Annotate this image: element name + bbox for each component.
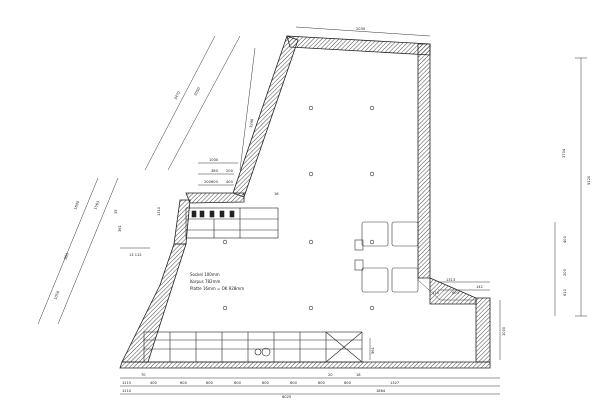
bottom-wall [119, 361, 491, 369]
ceiling-spots [222, 105, 375, 311]
dim-1864: 1864 [376, 389, 386, 393]
dim-561: 561 [371, 347, 375, 354]
dim-diag-2050: 2050 [193, 86, 201, 97]
walls [119, 35, 491, 369]
dim-1310: 1310 [157, 206, 161, 216]
dim-diag-1600: 1600 [73, 200, 81, 211]
dim-step-380: 380 [211, 169, 219, 173]
dim-bottom-1210: 1210 [122, 389, 132, 393]
dim-seg-4: 600 [234, 381, 242, 385]
dim-seg-7: 600 [318, 381, 326, 385]
top-wall [286, 35, 431, 56]
dim-1327: 1327 [390, 381, 399, 385]
dim-115: 115 [432, 291, 439, 295]
dim-step-400: 400 [226, 180, 234, 184]
lower-diagonal-wall [121, 243, 187, 363]
dim-18: 18 [356, 373, 361, 377]
note-platte: Platte 16mm = OK 928mm [190, 286, 244, 291]
dim-142: 142 [476, 285, 483, 289]
spec-notes: Sockel 100mm Korpus 782mm Platte 16mm = … [190, 272, 244, 291]
dim-right-400: 400 [563, 235, 567, 243]
right-lower-wall [475, 297, 491, 363]
dim-right-610: 610 [563, 288, 567, 296]
dim-diag-1563: 1563 [93, 200, 100, 210]
dim-step-200: 200 [204, 180, 212, 184]
upper-cabinet-run [185, 207, 279, 239]
dim-right-200: 200 [563, 268, 567, 276]
dining-set [354, 221, 419, 293]
inner-outline [417, 55, 476, 301]
dim-6025: 6025 [282, 395, 291, 399]
dim-step-200b: 200 [226, 169, 234, 173]
dim-603: 603 [452, 291, 459, 295]
right-wall [417, 43, 431, 279]
dim-35: 35 [114, 209, 118, 214]
dim-1313: 1313 [446, 278, 455, 282]
dim-16: 16 [274, 192, 279, 196]
dim-step-1000: 1000 [209, 158, 219, 162]
dim-diag-1050: 1050 [53, 290, 61, 301]
note-sockel: Sockel 100mm [190, 272, 220, 277]
dim-1000: 1000 [502, 326, 506, 336]
dim-13-112: 13 112 [129, 253, 142, 257]
dim-seg-3: 600 [206, 381, 214, 385]
dim-diag-3240: 3240 [249, 118, 254, 128]
dim-top: 2030 [356, 27, 366, 31]
lower-kitchen-run [143, 331, 363, 363]
dim-20: 20 [328, 373, 333, 377]
note-korpus: Korpus 782mm [190, 279, 220, 284]
dim-seg-2: 600 [180, 381, 188, 385]
dim-diag-980: 980 [63, 252, 70, 261]
dim-step-600: 600 [211, 180, 219, 184]
dim-bottom-1215: 1215 [122, 381, 131, 385]
dim-right-5120: 5120 [587, 175, 591, 185]
dimension-texts: 2030 3704 5120 400 200 610 3470 2050 324… [53, 27, 591, 399]
dim-bottom-70: 70 [141, 373, 146, 377]
upper-diagonal-wall [232, 35, 299, 198]
dim-seg-5: 600 [262, 381, 270, 385]
step-wall [185, 192, 245, 204]
dim-diag-3470: 3470 [173, 90, 181, 101]
dim-right-3704: 3704 [562, 148, 566, 158]
dimension-lines [37, 26, 587, 395]
dim-361: 361 [118, 225, 122, 232]
left-short-wall [173, 199, 191, 245]
dim-seg-8: 600 [344, 381, 352, 385]
dim-seg-1: 400 [150, 381, 158, 385]
dim-seg-6: 600 [290, 381, 298, 385]
